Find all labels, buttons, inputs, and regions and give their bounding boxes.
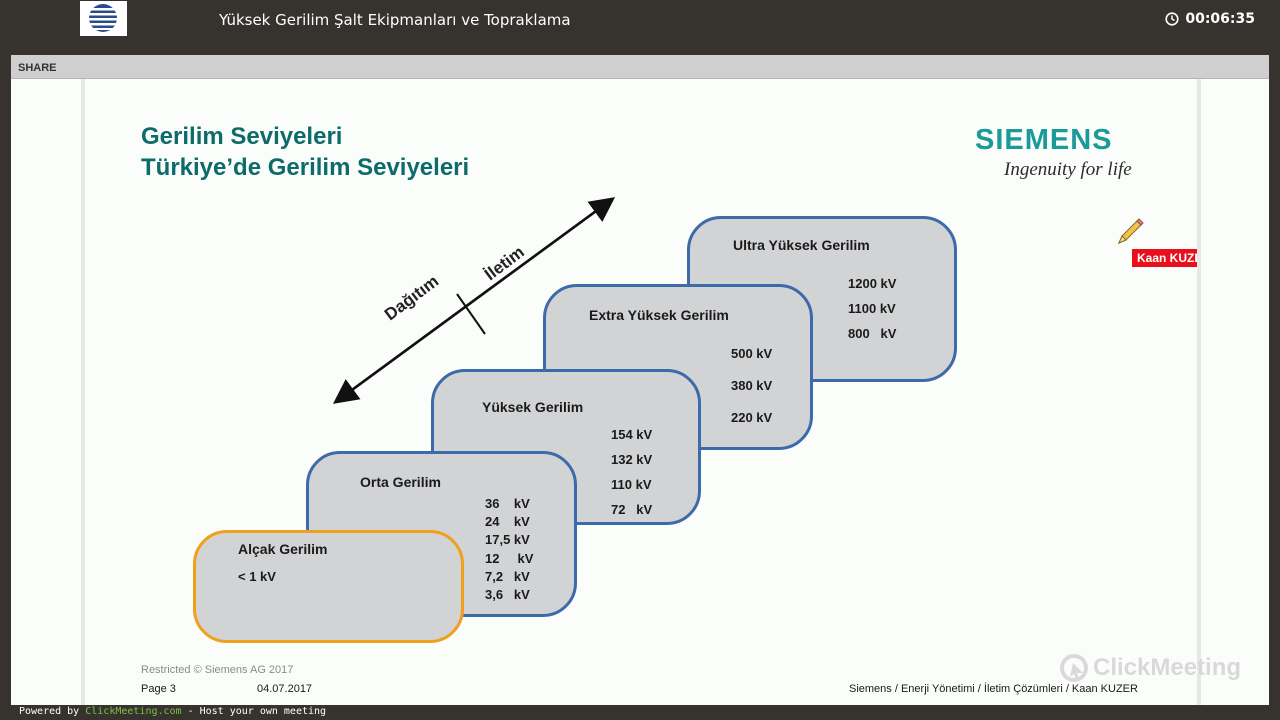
siemens-tagline: Ingenuity for life (1004, 159, 1132, 180)
bottom-bar: Powered by ClickMeeting.com - Host your … (0, 705, 1280, 720)
value-item: 12 kV (485, 550, 534, 566)
box-values: 1200 kV 1100 kV 800 kV (848, 271, 896, 346)
slide-title-line1: Gerilim Seviyeleri (141, 123, 343, 150)
box-values: < 1 kV (238, 568, 276, 586)
share-label[interactable]: SHARE (18, 62, 57, 74)
pencil-icon (1118, 218, 1144, 244)
value-item: 800 kV (848, 326, 897, 341)
distribution-transmission-arrow (332, 197, 616, 404)
top-bar: Yüksek Gerilim Şalt Ekipmanları ve Topra… (0, 0, 1280, 53)
clickmeeting-link[interactable]: ClickMeeting.com (85, 706, 182, 717)
box-title: Yüksek Gerilim (482, 399, 584, 415)
value-item: 500 kV (731, 346, 773, 361)
value-item: 380 kV (731, 378, 773, 393)
powered-suffix: - Host your own meeting (181, 706, 327, 717)
share-bar: SHARE (11, 55, 1269, 79)
value-item: 220 kV (731, 410, 773, 425)
value-item: 36 kV (485, 496, 530, 511)
value-item: 132 kV (611, 452, 653, 467)
value-item: < 1 kV (238, 569, 276, 584)
clock-icon (1165, 12, 1179, 26)
powered-prefix: Powered by (19, 706, 86, 717)
slide-left-edge (81, 79, 85, 705)
slide-title: Gerilim Seviyeleri Türkiye’de Gerilim Se… (141, 121, 469, 183)
presenter-tag: Kaan KUZER (1132, 249, 1197, 267)
footer-date: 04.07.2017 (257, 683, 313, 695)
value-item: 110 kV (611, 477, 652, 492)
value-item: 24 kV (485, 514, 530, 530)
slide-right-edge (1197, 79, 1201, 705)
meeting-timer: 00:06:35 (1165, 11, 1255, 27)
box-extra-high-voltage: Extra Yüksek Gerilim 500 kV 380 kV 220 k… (543, 284, 813, 450)
value-item: 17,5 kV (485, 532, 530, 548)
box-low-voltage: Alçak Gerilim < 1 kV (193, 530, 464, 643)
value-item: 3,6 kV (485, 587, 530, 603)
meeting-title: Yüksek Gerilim Şalt Ekipmanları ve Topra… (219, 11, 571, 29)
box-values: 500 kV 380 kV 220 kV (731, 338, 772, 434)
watermark-text: ClickMeeting (1093, 654, 1242, 681)
box-title: Extra Yüksek Gerilim (589, 307, 729, 323)
box-title: Orta Gerilim (360, 474, 441, 490)
powered-by-text: Powered by ClickMeeting.com - Host your … (19, 706, 326, 717)
value-item: 7,2 kV (485, 568, 530, 584)
box-title: Alçak Gerilim (238, 541, 328, 557)
slide-title-line2: Türkiye’de Gerilim Seviyeleri (141, 154, 470, 181)
meeting-logo-icon (80, 1, 127, 36)
value-item: 154 kV (611, 427, 653, 442)
footer-page-number: Page 3 (141, 683, 176, 695)
clickmeeting-watermark: ClickMeeting (1059, 653, 1241, 683)
clickmeeting-logo-icon (1060, 654, 1088, 682)
value-item: 1100 kV (848, 301, 896, 316)
footer-credit: Siemens / Enerji Yönetimi / İletim Çözüm… (849, 683, 1138, 695)
timer-value: 00:06:35 (1185, 11, 1255, 27)
value-item: 72 kV (611, 502, 653, 517)
box-values: 154 kV 132 kV 110 kV 72 kV (611, 422, 652, 522)
shared-slide: Gerilim Seviyeleri Türkiye’de Gerilim Se… (11, 79, 1269, 705)
footer-restricted: Restricted © Siemens AG 2017 (141, 664, 294, 676)
siemens-logo: SIEMENS (975, 124, 1113, 156)
box-title: Ultra Yüksek Gerilim (733, 237, 870, 253)
value-item: 1200 kV (848, 276, 897, 291)
box-values: 36 kV 24 kV 17,5 kV 12 kV 7,2 kV 3,6 kV (485, 495, 533, 604)
